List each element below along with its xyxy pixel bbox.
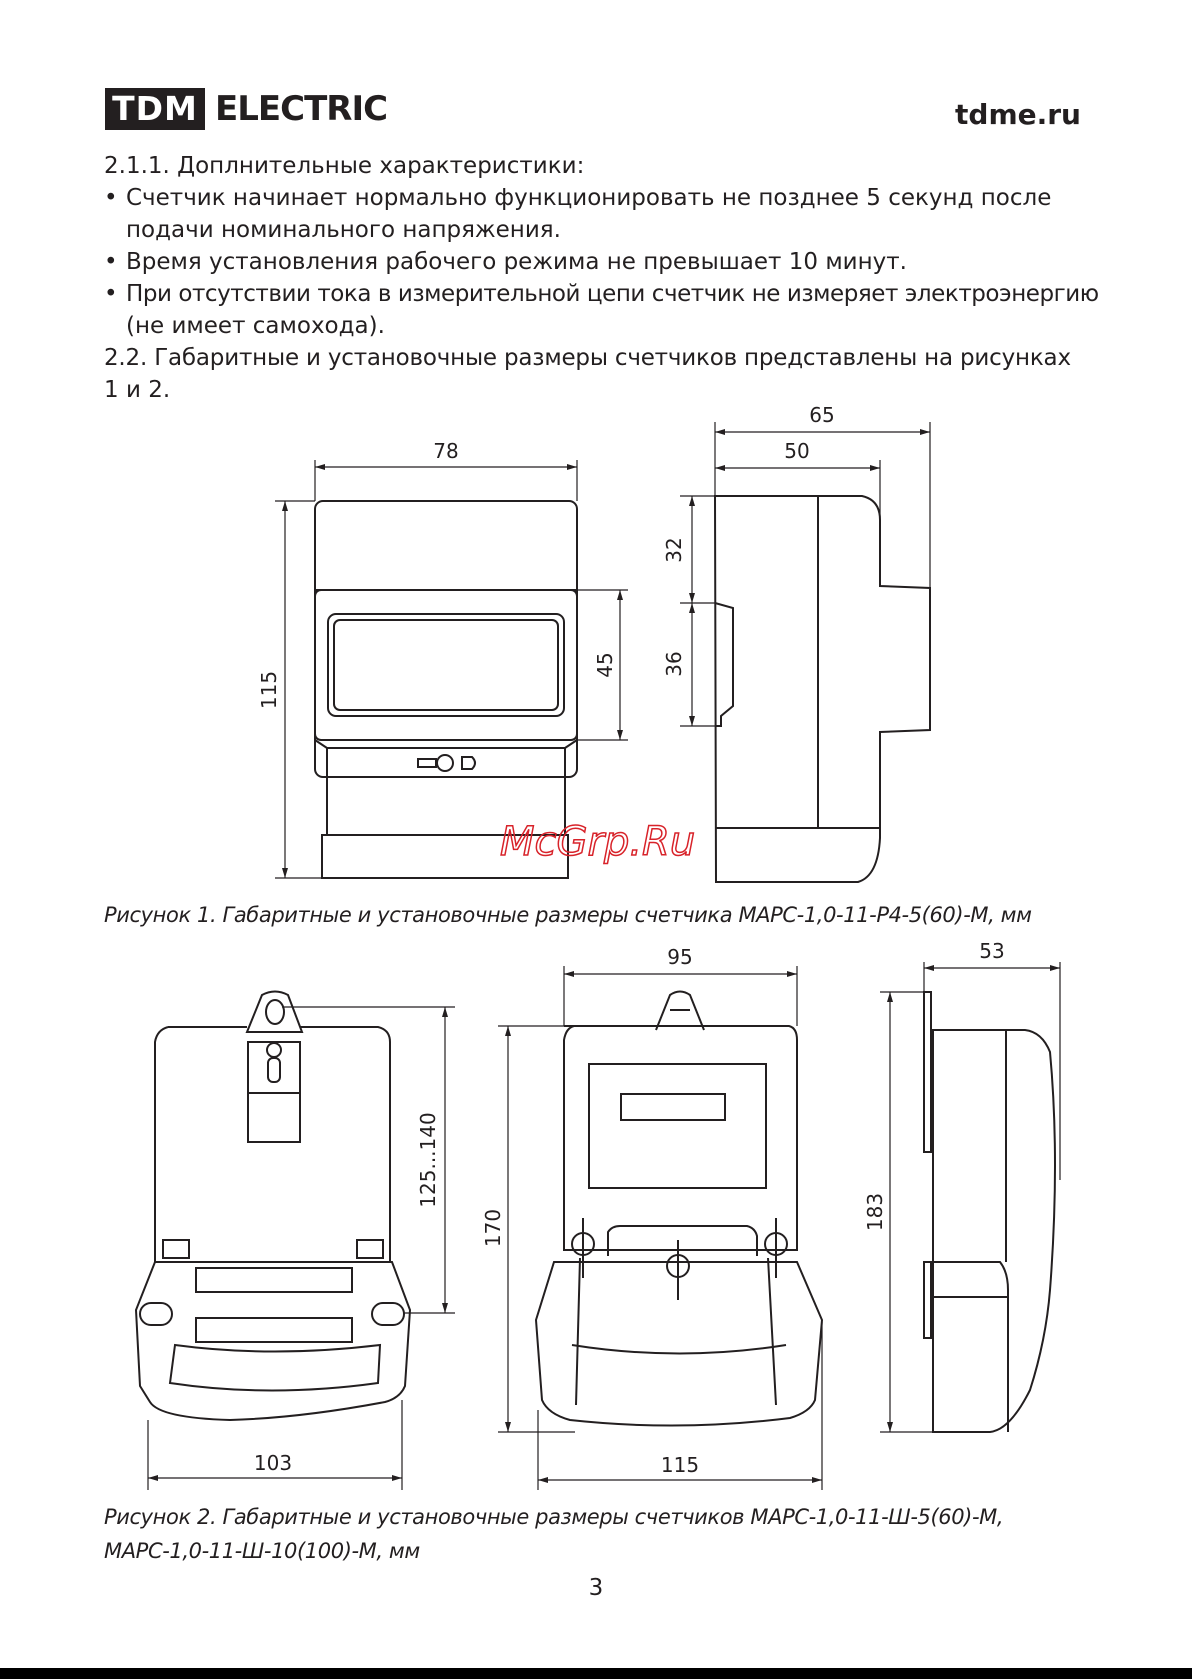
site-url: tdme.ru <box>955 98 1081 131</box>
section-2-1-1-heading: 2.1.1. Доплнительные характеристики: <box>104 153 585 179</box>
bullet-text: (не имеет самохода). <box>126 313 385 339</box>
fig1-dim-width-front: 78 <box>433 439 458 463</box>
bullet-text: подачи номинального напряжения. <box>126 217 561 243</box>
brand-logo-word: ELECTRIC <box>215 89 388 129</box>
bullet-symbol: • <box>104 281 118 307</box>
fig1-side-body <box>713 495 931 883</box>
section-2-2-text-cont: 1 и 2. <box>104 377 171 403</box>
bullet-symbol: • <box>104 185 118 211</box>
fig2-dim-base-width: 103 <box>254 1451 292 1475</box>
bullet-text: При отсутствии тока в измерительной цепи… <box>126 281 1099 307</box>
fig1-dim-depth-total: 65 <box>809 403 834 427</box>
fig2-back-plate <box>154 1026 391 1263</box>
fig2-dim-width-top: 95 <box>667 945 692 969</box>
bullet-symbol: • <box>104 249 118 275</box>
fig2-dim-side-height: 183 <box>863 1193 887 1231</box>
fig2-side-mount <box>923 991 932 1153</box>
fig1-dim-window: 45 <box>593 652 617 677</box>
section-2-2-text: 2.2. Габаритные и установочные размеры с… <box>104 345 1071 371</box>
fig2-dim-height-front: 170 <box>481 1209 505 1247</box>
fig2-dim-side-depth: 53 <box>979 939 1004 963</box>
fig2-hanger <box>245 990 304 1033</box>
bullet-text: Время установления рабочего режима не пр… <box>126 249 907 275</box>
fig2-front-body <box>563 1025 798 1251</box>
fig2-dim-mount: 125...140 <box>416 1112 440 1207</box>
fig2-front-display <box>588 1063 767 1189</box>
fig1-dim-rail: 36 <box>662 651 686 676</box>
fig2-side-body <box>932 1029 1056 1433</box>
figure-1-caption: Рисунок 1. Габаритные и установочные раз… <box>104 903 1032 927</box>
fig1-terminal-cover <box>321 834 569 879</box>
fig1-display-frame <box>327 613 565 717</box>
bullet-text: Счетчик начинает нормально функционирова… <box>126 185 1052 211</box>
fig1-dim-top-offset: 32 <box>662 537 686 562</box>
fig1-dim-depth-body: 50 <box>784 439 809 463</box>
fig1-front-panel <box>314 589 578 741</box>
brand-logo-box: TDM <box>105 88 205 130</box>
fig2-back-base <box>134 1261 412 1422</box>
fig2-front-base <box>534 1261 824 1427</box>
figure-2-caption-line-2: МАРС-1,0-11-Ш-10(100)-М, мм <box>104 1539 420 1563</box>
page-number: 3 <box>588 1575 604 1601</box>
figure-2-caption-line-1: Рисунок 2. Габаритные и установочные раз… <box>104 1505 1004 1529</box>
bottom-rule <box>0 1668 1192 1679</box>
watermark-text: McGrp.Ru <box>500 819 695 865</box>
fig2-dim-width-bottom: 115 <box>661 1453 699 1477</box>
fig1-dim-height: 115 <box>257 671 281 709</box>
